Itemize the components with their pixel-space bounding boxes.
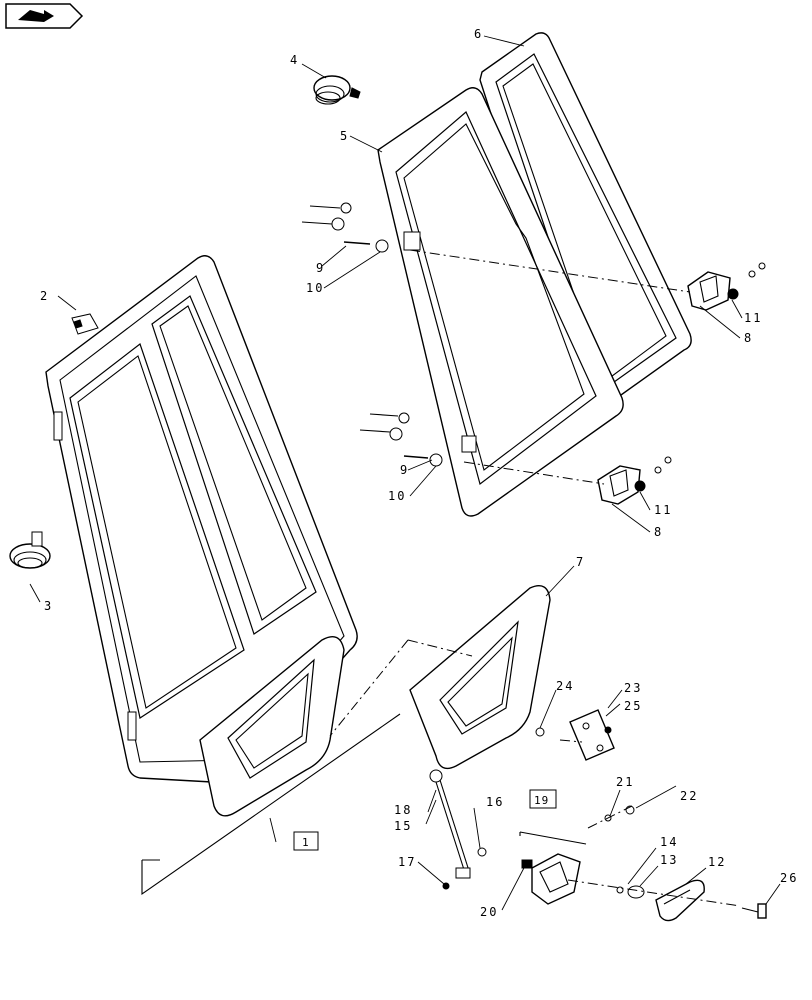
fasteners-lower [359,412,443,467]
label-20: 20 [480,905,498,919]
label-18: 18 [394,803,412,817]
part-8-latch-upper [687,271,731,311]
part-2-main-door-frame [45,255,358,817]
label-11-upper: 11 [744,311,762,325]
label-5: 5 [340,129,349,143]
part-4-seal [313,75,361,105]
label-10-lower: 10 [388,489,406,503]
part-5-window-frame [377,87,624,517]
label-9-upper: 9 [316,261,325,275]
label-21: 21 [616,775,634,789]
label-15: 15 [394,819,412,833]
label-17: 17 [398,855,416,869]
part-20-latch-body [521,853,581,905]
label-10-upper: 10 [306,281,324,295]
label-8-lower: 8 [654,525,663,539]
label-2: 2 [40,289,49,303]
part-7-lower-panel [409,585,551,770]
label-22: 22 [680,789,698,803]
part-26-key [741,903,767,919]
part-12-outer-handle [655,879,705,922]
ref-box-1[interactable] [293,831,319,851]
part-15-handle-rod [429,769,471,879]
ref-box-19[interactable] [529,789,557,809]
label-1: 1 [302,836,310,849]
label-12: 12 [708,855,726,869]
part-3-seal-roll [9,531,51,569]
label-8-upper: 8 [744,331,753,345]
label-16: 16 [486,795,504,809]
label-4: 4 [290,53,299,67]
label-25: 25 [624,699,642,713]
label-6: 6 [474,27,483,41]
label-9-lower: 9 [400,463,409,477]
label-23: 23 [624,681,642,695]
part-23-hinge-plate [569,709,615,761]
label-13: 13 [660,853,678,867]
label-26: 26 [780,871,798,885]
label-24: 24 [556,679,574,693]
label-19: 19 [534,794,549,807]
book-arrow-icon[interactable] [5,3,84,29]
label-11-lower: 11 [654,503,672,517]
label-7: 7 [576,555,585,569]
label-3: 3 [44,599,53,613]
fasteners-upper [301,202,389,253]
label-14: 14 [660,835,678,849]
part-8-latch-lower [597,465,641,505]
